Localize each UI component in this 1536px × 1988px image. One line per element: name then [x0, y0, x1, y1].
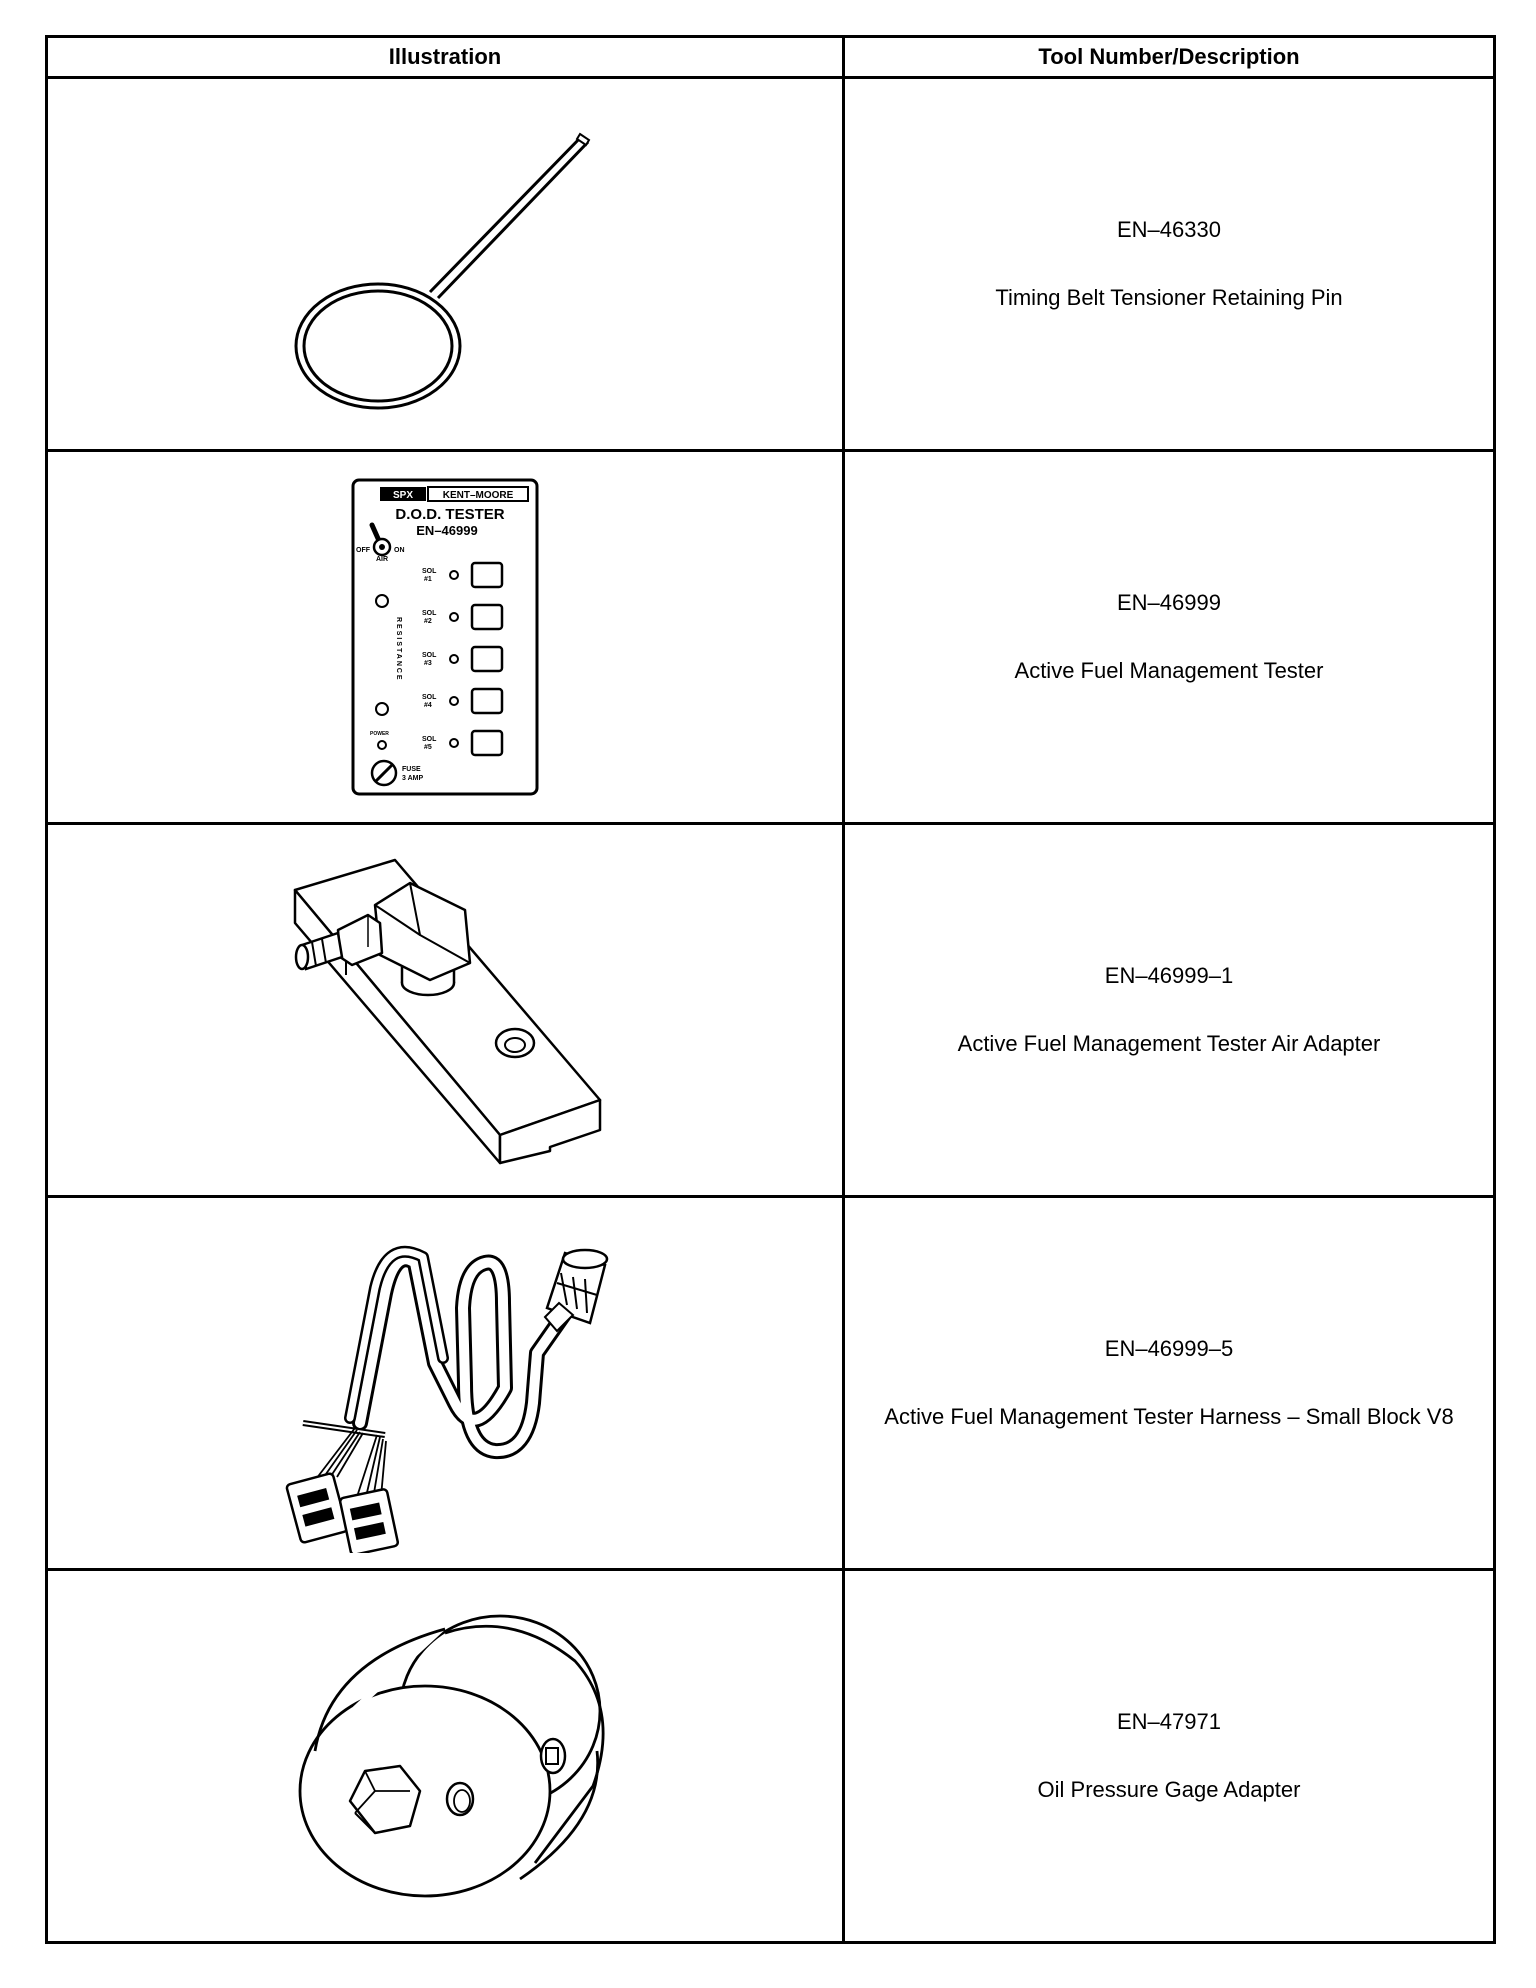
oil-pressure-adapter-icon: [298, 1614, 605, 1898]
special-tools-table: Illustration Tool Number/Description EN–…: [45, 35, 1496, 1944]
header-row: Illustration Tool Number/Description: [45, 35, 1496, 79]
tool-number: EN–47971: [1117, 1709, 1221, 1734]
switch-on-label: ON: [394, 547, 405, 554]
table-row: EN–46330 Timing Belt Tensioner Retaining…: [45, 76, 1496, 452]
sol-test-button: [470, 687, 504, 715]
air-toggle-switch-icon: [369, 522, 392, 557]
table-row: EN–47971 Oil Pressure Gage Adapter: [45, 1568, 1496, 1944]
illustration-cell: [45, 76, 845, 452]
solenoid-row-2: SOL #2: [422, 603, 504, 631]
tool-description-cell: EN–46999–5 Active Fuel Management Tester…: [842, 1195, 1496, 1571]
solenoid-row-3: SOL #3: [422, 645, 504, 673]
brand-spx: SPX: [393, 490, 413, 501]
switch-air-label: AIR: [376, 556, 388, 563]
svg-text:#4: #4: [424, 702, 432, 709]
solenoid-row-1: SOL #1: [422, 561, 504, 589]
weather-pack-connector-right-icon: [338, 1488, 400, 1553]
tool-description: Active Fuel Management Tester Air Adapte…: [957, 1031, 1381, 1056]
power-led-icon: [377, 740, 387, 750]
solenoid-row-5: SOL #5: [422, 729, 504, 757]
hex-plug-icon: [348, 1764, 422, 1835]
tool-number: EN–46999–1: [1104, 963, 1234, 988]
tester-title: D.O.D. TESTER: [395, 506, 504, 523]
tool-description-cell: EN–46330 Timing Belt Tensioner Retaining…: [842, 76, 1496, 452]
tool-description-cell: EN–46999 Active Fuel Management Tester: [842, 449, 1496, 825]
tool-description-cell: EN–47971 Oil Pressure Gage Adapter: [842, 1568, 1496, 1944]
resistance-label: RESISTANCE: [395, 617, 402, 682]
fuse-label: FUSE: [402, 766, 421, 773]
retaining-pin-icon: [294, 132, 591, 410]
tool-description: Oil Pressure Gage Adapter: [1037, 1777, 1301, 1802]
fuse-holder-icon: [370, 759, 398, 787]
fuse-rating-label: 3 AMP: [402, 775, 423, 782]
dod-tester-icon: SPX KENT–MOORE D.O.D. TESTER EN–46999 OF…: [351, 478, 539, 796]
svg-text:#5: #5: [424, 744, 432, 751]
illustration-cell: [45, 1195, 845, 1571]
led-indicator-icon: [449, 654, 459, 664]
tool-description: Active Fuel Management Tester: [1014, 658, 1324, 683]
round-connector-icon: [543, 1248, 609, 1333]
power-label: POWER: [370, 731, 389, 737]
illustration-cell: [45, 1568, 845, 1944]
svg-text:SOL: SOL: [422, 610, 437, 617]
svg-text:#2: #2: [424, 618, 432, 625]
brand-kent-moore: KENT–MOORE: [443, 490, 514, 501]
header-tool-number-description: Tool Number/Description: [842, 35, 1496, 79]
tester-model: EN–46999: [416, 523, 477, 538]
illustration-cell: SPX KENT–MOORE D.O.D. TESTER EN–46999 OF…: [45, 449, 845, 825]
svg-text:SOL: SOL: [422, 568, 437, 575]
table-row: SPX KENT–MOORE D.O.D. TESTER EN–46999 OF…: [45, 449, 1496, 825]
sol-test-button: [470, 561, 504, 589]
svg-text:SOL: SOL: [422, 694, 437, 701]
svg-text:SOL: SOL: [422, 736, 437, 743]
header-illustration: Illustration: [45, 35, 845, 79]
led-indicator-icon: [449, 570, 459, 580]
air-adapter-icon: [293, 858, 602, 1165]
illustration-cell: [45, 822, 845, 1198]
table-row: EN–46999–5 Active Fuel Management Tester…: [45, 1195, 1496, 1571]
svg-text:#3: #3: [424, 660, 432, 667]
sol-test-button: [470, 729, 504, 757]
sol-test-button: [470, 645, 504, 673]
led-indicator-icon: [449, 738, 459, 748]
tool-description-cell: EN–46999–1 Active Fuel Management Tester…: [842, 822, 1496, 1198]
resistance-jack-bottom-icon: [375, 702, 389, 716]
tool-number: EN–46999: [1117, 590, 1221, 615]
tool-number: EN–46330: [1117, 217, 1221, 242]
weather-pack-connector-left-icon: [285, 1472, 349, 1544]
sol-test-button: [470, 603, 504, 631]
svg-text:#1: #1: [424, 576, 432, 583]
solenoid-row-4: SOL #4: [422, 687, 504, 715]
switch-off-label: OFF: [356, 547, 371, 554]
tool-description: Timing Belt Tensioner Retaining Pin: [995, 285, 1343, 310]
led-indicator-icon: [449, 612, 459, 622]
led-indicator-icon: [449, 696, 459, 706]
tester-harness-icon: [285, 1245, 609, 1553]
table-row: EN–46999–1 Active Fuel Management Tester…: [45, 822, 1496, 1198]
tool-number: EN–46999–5: [1104, 1336, 1234, 1361]
tool-description: Active Fuel Management Tester Harness – …: [884, 1404, 1454, 1429]
resistance-jack-top-icon: [375, 594, 389, 608]
side-socket-icon: [539, 1737, 567, 1775]
svg-text:SOL: SOL: [422, 652, 437, 659]
